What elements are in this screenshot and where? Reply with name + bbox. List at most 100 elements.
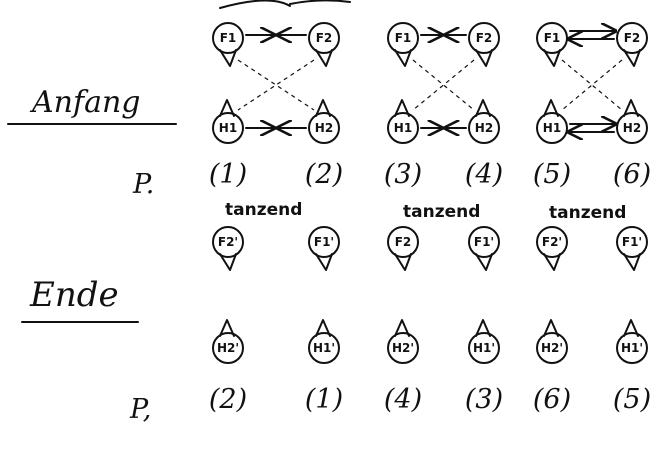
diagonal-dash <box>412 59 475 111</box>
man-marker <box>394 99 410 117</box>
man-circle <box>468 332 500 364</box>
start-woman-6: F2 <box>616 22 648 67</box>
man-marker <box>623 319 639 337</box>
end-man-2: H1' <box>308 319 340 364</box>
end-man-3: H2' <box>387 319 419 364</box>
start-man-2: H2 <box>308 99 340 144</box>
man-label: H1' <box>313 341 335 355</box>
woman-marker <box>543 49 561 67</box>
woman-circle <box>387 226 419 258</box>
end-man-6: H1' <box>616 319 648 364</box>
start-man-4: H2 <box>468 99 500 144</box>
man-label: H2' <box>392 341 414 355</box>
man-marker <box>394 319 410 337</box>
man-marker <box>315 99 331 117</box>
man-label: H1' <box>621 341 643 355</box>
top-stroke <box>219 0 351 9</box>
position-label-start: P. <box>132 169 154 200</box>
woman-marker <box>623 49 641 67</box>
man-circle <box>308 112 340 144</box>
diagonal-dash <box>237 59 315 111</box>
woman-circle <box>468 22 500 54</box>
man-marker <box>475 319 491 337</box>
woman-circle <box>212 226 244 258</box>
woman-marker <box>623 253 641 271</box>
woman-circle <box>536 226 568 258</box>
start-position-6: (6) <box>613 159 651 190</box>
woman-circle <box>616 226 648 258</box>
man-circle <box>616 332 648 364</box>
end-woman-2: F1' <box>308 226 340 271</box>
ende-label: Ende <box>29 275 119 315</box>
start-position-4: (4) <box>465 159 503 190</box>
position-label-end: P, <box>129 394 151 425</box>
woman-label: F2' <box>542 235 562 249</box>
end-position-4: (3) <box>465 384 503 415</box>
woman-circle <box>308 22 340 54</box>
end-woman-1: F2' <box>212 226 244 271</box>
man-circle <box>212 112 244 144</box>
man-label: H2 <box>623 121 641 135</box>
start-bottom-arrows-3 <box>570 124 614 132</box>
man-circle <box>308 332 340 364</box>
man-marker <box>315 319 331 337</box>
man-label: H2' <box>217 341 239 355</box>
woman-label: F1 <box>220 31 237 45</box>
end-position-6: (5) <box>613 384 651 415</box>
man-label: H1 <box>394 121 412 135</box>
start-position-3: (3) <box>384 159 422 190</box>
end-woman-4: F1' <box>468 226 500 271</box>
end-woman-6: F1' <box>616 226 648 271</box>
woman-marker <box>394 49 412 67</box>
start-woman-1: F1 <box>212 22 244 67</box>
end-position-5: (6) <box>533 384 571 415</box>
woman-label: F2 <box>316 31 333 45</box>
man-circle <box>468 112 500 144</box>
man-marker <box>543 99 559 117</box>
man-label: H2 <box>315 121 333 135</box>
man-marker <box>475 99 491 117</box>
man-circle <box>387 332 419 364</box>
start-position-1: (1) <box>209 159 247 190</box>
start-woman-3: F1 <box>387 22 419 67</box>
woman-circle <box>387 22 419 54</box>
end-woman-3: F2 <box>387 226 419 271</box>
woman-marker <box>475 253 493 271</box>
man-marker <box>219 319 235 337</box>
woman-label: F1' <box>622 235 642 249</box>
start-woman-5: F1 <box>536 22 568 67</box>
diagonal-dash <box>412 59 475 111</box>
man-label: H2' <box>541 341 563 355</box>
end-man-1: H2' <box>212 319 244 364</box>
end-position-2: (1) <box>305 384 343 415</box>
diagonal-dash <box>237 59 315 111</box>
woman-label: F1' <box>314 235 334 249</box>
woman-marker <box>543 253 561 271</box>
woman-circle <box>212 22 244 54</box>
start-man-3: H1 <box>387 99 419 144</box>
start-man-1: H1 <box>212 99 244 144</box>
woman-circle <box>308 226 340 258</box>
dance-label-3: tanzend <box>549 203 626 223</box>
end-man-5: H2' <box>536 319 568 364</box>
anfang-label: Anfang <box>29 85 141 120</box>
diagonal-dash <box>561 59 623 111</box>
woman-label: F2 <box>476 31 493 45</box>
man-marker <box>543 319 559 337</box>
woman-circle <box>468 226 500 258</box>
woman-label: F1 <box>544 31 561 45</box>
woman-marker <box>219 49 237 67</box>
start-man-5: H1 <box>536 99 568 144</box>
woman-marker <box>219 253 237 271</box>
man-circle <box>212 332 244 364</box>
man-marker <box>219 99 235 117</box>
woman-label: F2 <box>624 31 641 45</box>
start-position-5: (5) <box>533 159 571 190</box>
woman-label: F1' <box>474 235 494 249</box>
woman-marker <box>315 49 333 67</box>
woman-marker <box>394 253 412 271</box>
end-woman-5: F2' <box>536 226 568 271</box>
man-marker <box>623 99 639 117</box>
